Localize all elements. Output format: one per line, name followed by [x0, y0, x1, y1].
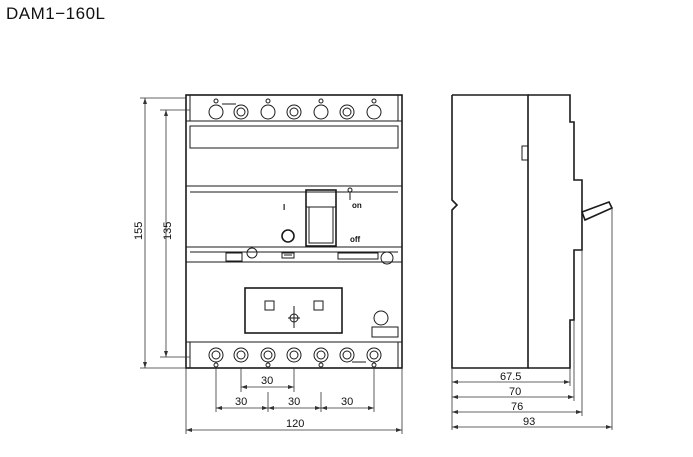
dim-76-label: 76 — [511, 401, 523, 413]
test-button — [281, 229, 295, 243]
dim-120-label: 120 — [286, 418, 304, 430]
side-handle — [580, 201, 614, 222]
top-terminal-screws — [208, 98, 382, 120]
dim-width-total: 120 — [185, 368, 403, 434]
dim-height-outer: 155 — [133, 97, 186, 369]
dim-pitch-bottom: 30 30 30 — [215, 368, 375, 412]
dim-93-label: 93 — [523, 416, 535, 428]
rating-window — [225, 252, 243, 262]
dim-70-label: 70 — [509, 386, 521, 398]
dim-30-b-label: 30 — [288, 396, 300, 408]
on-symbol: I — [283, 203, 285, 212]
side-body-front — [528, 94, 583, 369]
dim-135-label: 135 — [162, 222, 174, 240]
upper-cover-band — [189, 125, 399, 149]
on-text: on — [352, 201, 362, 210]
dim-30-a-label: 30 — [235, 396, 247, 408]
side-view: 67.5 70 76 93 — [451, 94, 614, 430]
indicator-dot — [347, 187, 353, 193]
side-body-rear — [451, 94, 529, 369]
dim-pitch-top: 30 — [240, 368, 295, 392]
bottom-terminal-screws — [208, 347, 382, 368]
lower-adjust-panel — [244, 287, 343, 334]
side-dims: 67.5 70 76 93 — [451, 208, 613, 430]
adjust-slot — [337, 252, 379, 260]
operating-handle — [305, 189, 337, 247]
dim-30-c-label: 30 — [341, 396, 353, 408]
off-text: off — [350, 235, 361, 244]
product-title: DAM1−160L — [6, 4, 106, 23]
dim-30-top-label: 30 — [261, 375, 273, 387]
dim-155-label: 155 — [133, 222, 145, 240]
front-view: I on off — [133, 94, 403, 434]
dim-height-inner: 135 — [160, 109, 190, 358]
reset-button — [373, 310, 389, 326]
dim-67-5-label: 67.5 — [500, 371, 521, 383]
